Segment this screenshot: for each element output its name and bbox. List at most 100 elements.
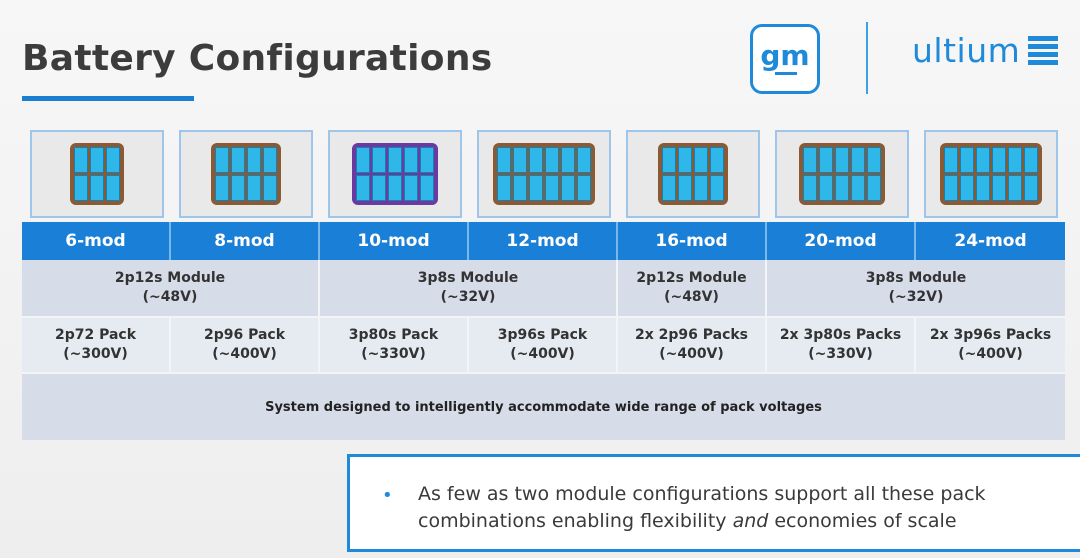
pack-image-24-mod	[923, 130, 1058, 218]
ultium-logo: ultium	[912, 30, 1059, 70]
pack-cell: 2p96 Pack(~400V)	[171, 318, 320, 372]
battery-pack-icon	[657, 143, 728, 205]
module-cell-icon	[403, 147, 418, 173]
pack-image-8-mod	[178, 130, 313, 218]
pack-voltage: (~300V)	[63, 346, 128, 362]
pack-voltage: (~400V)	[659, 346, 724, 362]
module-cell-icon	[975, 147, 990, 173]
header-cell: 10-mod	[320, 222, 469, 260]
pack-voltage: (~400V)	[958, 346, 1023, 362]
module-cell-icon	[943, 147, 958, 173]
module-cell-icon	[230, 175, 245, 201]
module-voltage: (~32V)	[440, 289, 496, 305]
header-cell: 6-mod	[22, 222, 171, 260]
module-cell-icon	[403, 175, 418, 201]
module-cell-icon	[89, 175, 104, 201]
module-cell-icon	[959, 175, 974, 201]
callout-text-part: As few as two module configurations supp…	[418, 483, 986, 532]
battery-pack-icon	[210, 143, 281, 205]
module-name: 2p12s Module	[636, 270, 747, 287]
module-cell-icon	[496, 147, 511, 173]
configurations-table: 6-mod 8-mod 10-mod 12-mod 16-mod 20-mod …	[22, 130, 1065, 440]
module-cell-icon	[802, 147, 817, 173]
ultium-bars-icon	[1028, 35, 1059, 65]
module-cell-icon	[419, 147, 434, 173]
module-cell-icon	[850, 147, 865, 173]
module-cell-icon	[1023, 175, 1038, 201]
module-cell-icon	[818, 175, 833, 201]
header-cell: 16-mod	[618, 222, 767, 260]
module-cell-icon	[387, 147, 402, 173]
pack-cell: 2x 2p96 Packs (~400V)	[618, 318, 767, 372]
module-cell-icon	[709, 175, 724, 201]
module-cell-icon	[677, 147, 692, 173]
pack-cell: 3p96s Pack(~400V)	[469, 318, 618, 372]
battery-pack-icon	[351, 143, 438, 205]
module-cell-icon	[214, 147, 229, 173]
module-cell: 2p12s Module(~48V)	[22, 260, 320, 316]
callout-box: • As few as two module configurations su…	[347, 454, 1080, 552]
module-cell-icon	[1007, 175, 1022, 201]
callout-text-part: economies of scale	[768, 510, 957, 532]
header-cell: 20-mod	[767, 222, 916, 260]
module-cell-icon	[371, 147, 386, 173]
module-cell-icon	[73, 175, 88, 201]
module-cell-icon	[576, 175, 591, 201]
module-cell-icon	[943, 175, 958, 201]
module-cell-icon	[693, 147, 708, 173]
bullet-icon: •	[382, 485, 393, 506]
pack-name: 2x 3p96s Packs	[929, 327, 1052, 344]
callout-emphasis: and	[732, 510, 769, 532]
module-cell-icon	[1007, 147, 1022, 173]
module-cell-icon	[560, 147, 575, 173]
module-cell-icon	[355, 175, 370, 201]
pack-cell: 2x 3p96s Packs (~400V)	[916, 318, 1065, 372]
module-cell-icon	[214, 175, 229, 201]
gm-logo-text: gm	[760, 39, 810, 72]
module-cell-icon	[371, 175, 386, 201]
module-cell-icon	[230, 147, 245, 173]
pack-voltage: (~400V)	[510, 346, 575, 362]
module-count-header: 6-mod 8-mod 10-mod 12-mod 16-mod 20-mod …	[22, 222, 1065, 260]
pack-name: 3p80s Pack	[348, 327, 439, 344]
pack-voltage: (~330V)	[361, 346, 426, 362]
system-note: System designed to intelligently accommo…	[22, 372, 1065, 440]
module-voltage: (~48V)	[664, 289, 719, 305]
module-cell-icon	[866, 147, 881, 173]
pack-cell: 2p72 Pack (~300V)	[22, 318, 171, 372]
module-cell-icon	[387, 175, 402, 201]
module-cell-icon	[512, 147, 527, 173]
module-cell-icon	[693, 175, 708, 201]
pack-name: 2x 2p96 Packs	[634, 327, 749, 344]
pack-type-row: 2p72 Pack (~300V) 2p96 Pack(~400V) 3p80s …	[22, 316, 1065, 372]
pack-cell: 2x 3p80s Packs(~330V)	[767, 318, 916, 372]
module-cell-icon	[73, 147, 88, 173]
module-cell-icon	[661, 175, 676, 201]
module-cell-icon	[560, 175, 575, 201]
module-cell: 2p12s Module (~48V)	[618, 260, 767, 316]
module-cell-icon	[959, 147, 974, 173]
pack-name: 2p72 Pack	[54, 327, 137, 344]
module-cell-icon	[991, 147, 1006, 173]
module-cell-icon	[991, 175, 1006, 201]
module-type-row: 2p12s Module (~48V) 3p8s Module (~32V) 2p1…	[22, 260, 1065, 316]
module-cell-icon	[576, 147, 591, 173]
module-cell-icon	[246, 147, 261, 173]
module-cell-icon	[355, 147, 370, 173]
pack-image-6-mod	[29, 130, 164, 218]
module-cell-icon	[850, 175, 865, 201]
module-cell-icon	[866, 175, 881, 201]
module-name: 3p8s Module	[865, 270, 967, 287]
module-voltage: (~32V)	[888, 289, 944, 305]
module-name: 2p12s Module	[114, 270, 226, 287]
module-cell-icon	[975, 175, 990, 201]
module-cell-icon	[246, 175, 261, 201]
title-underline	[22, 96, 194, 101]
module-cell-icon	[834, 175, 849, 201]
battery-pack-icon	[798, 143, 885, 205]
module-cell-icon	[496, 175, 511, 201]
module-cell-icon	[262, 175, 277, 201]
pack-image-16-mod	[625, 130, 760, 218]
battery-pack-icon	[69, 143, 124, 205]
pack-image-12-mod	[476, 130, 611, 218]
